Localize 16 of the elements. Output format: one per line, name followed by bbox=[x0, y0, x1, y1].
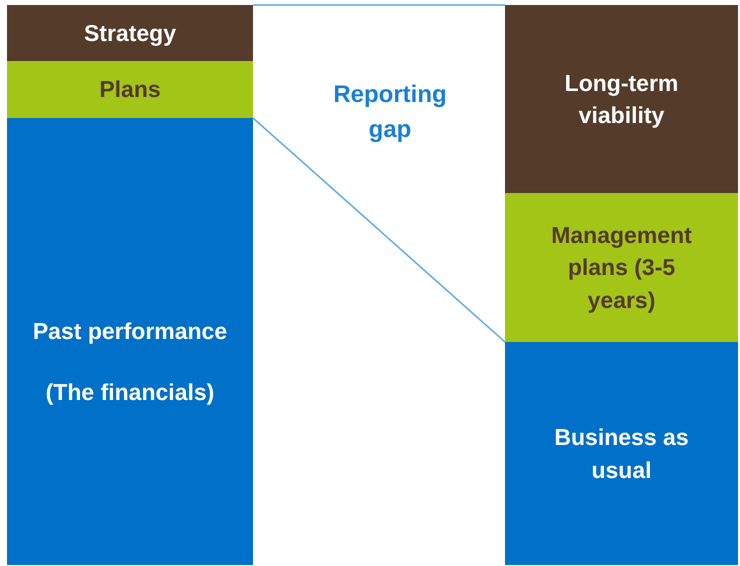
block-label: Past performance bbox=[32, 317, 228, 346]
management-plans-block bbox=[505, 193, 738, 342]
strategy-block bbox=[7, 5, 253, 61]
block-label: Plans bbox=[99, 75, 161, 104]
connector-line bbox=[252, 117, 506, 343]
connector-line bbox=[253, 4, 505, 6]
viability-block bbox=[505, 5, 738, 193]
past-performance-block bbox=[7, 118, 253, 565]
block-label: Long-term viability bbox=[564, 68, 680, 130]
block-label: Business as usual bbox=[553, 423, 690, 484]
business-block bbox=[505, 342, 738, 565]
gap-label: Reporting gap bbox=[332, 80, 448, 145]
block-label: (The financials) bbox=[46, 378, 214, 407]
block-label: Management plans (3-5 years) bbox=[550, 221, 693, 315]
plans-block bbox=[7, 61, 253, 118]
block-label: Strategy bbox=[84, 18, 176, 48]
